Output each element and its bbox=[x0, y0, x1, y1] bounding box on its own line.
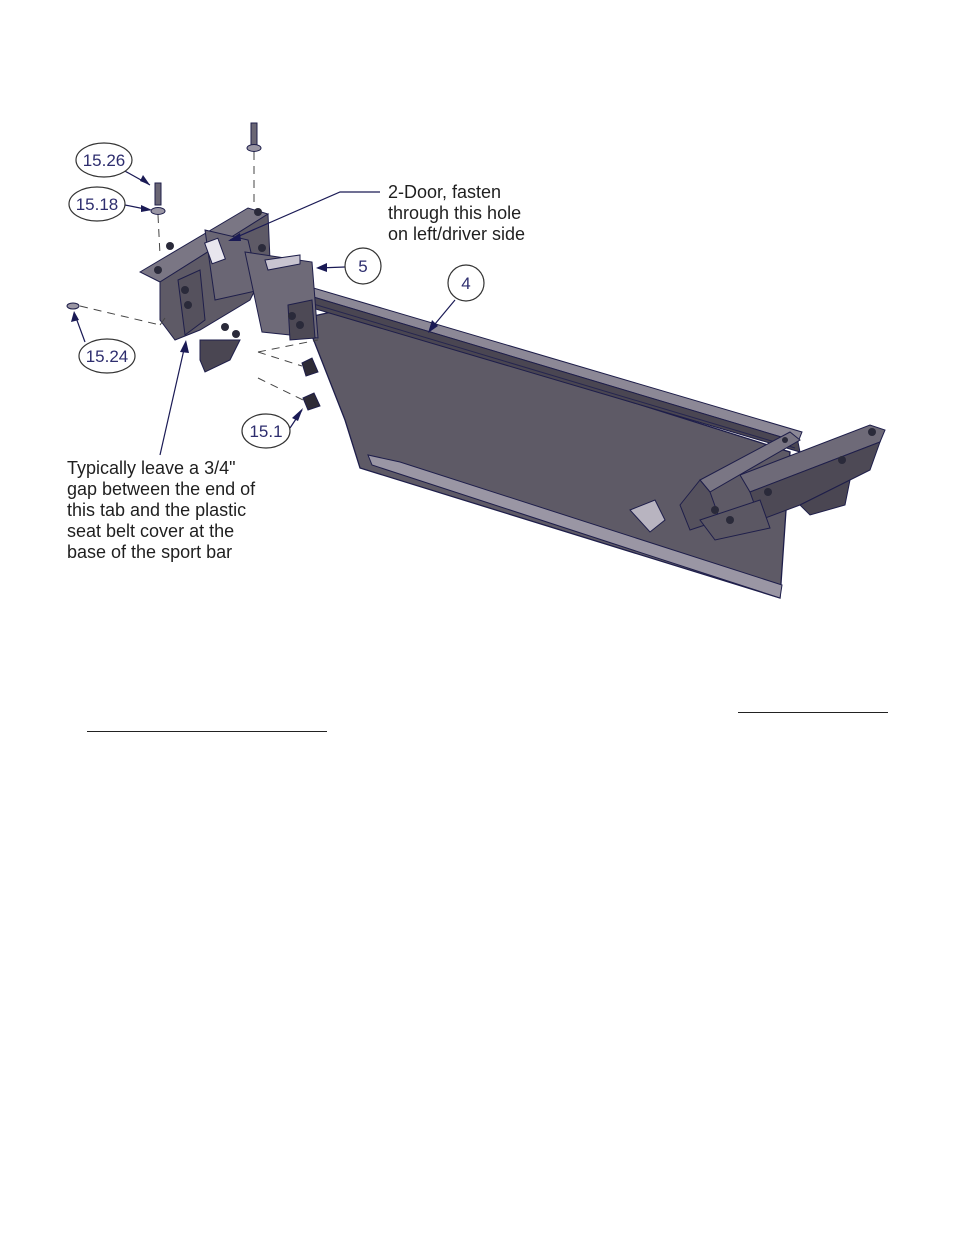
bolt-15-26 bbox=[154, 182, 162, 206]
underline-rule-right bbox=[738, 712, 888, 713]
right-bracket-assembly bbox=[629, 424, 886, 541]
callout-15-1-label: 15.1 bbox=[249, 422, 282, 441]
left-bracket-assembly bbox=[138, 207, 319, 373]
nut-15-1 bbox=[257, 339, 321, 411]
callout-15-18-label: 15.18 bbox=[76, 195, 119, 214]
callout-15-1: 15.1 bbox=[241, 413, 291, 449]
callout-15-26-label: 15.26 bbox=[83, 151, 126, 170]
callout-5-label: 5 bbox=[358, 257, 367, 276]
gap-tip-note: Typically leave a 3/4" gap between the e… bbox=[67, 458, 256, 562]
callout-15-24: 15.24 bbox=[78, 338, 136, 374]
top-bolt bbox=[246, 122, 262, 205]
washer-15-18 bbox=[150, 207, 166, 256]
two-door-note: 2-Door, fasten through this hole on left… bbox=[388, 182, 526, 244]
callout-15-18: 15.18 bbox=[68, 186, 126, 222]
callout-15-24-label: 15.24 bbox=[86, 347, 129, 366]
arrowheads bbox=[71, 175, 438, 421]
underline-rule-left bbox=[87, 731, 327, 732]
callout-4: 4 bbox=[447, 264, 485, 302]
washer-15-24 bbox=[66, 302, 166, 326]
callout-15-26: 15.26 bbox=[75, 142, 133, 178]
seat-back-panel bbox=[288, 283, 803, 599]
callout-5: 5 bbox=[344, 247, 382, 285]
callout-4-label: 4 bbox=[461, 274, 470, 293]
